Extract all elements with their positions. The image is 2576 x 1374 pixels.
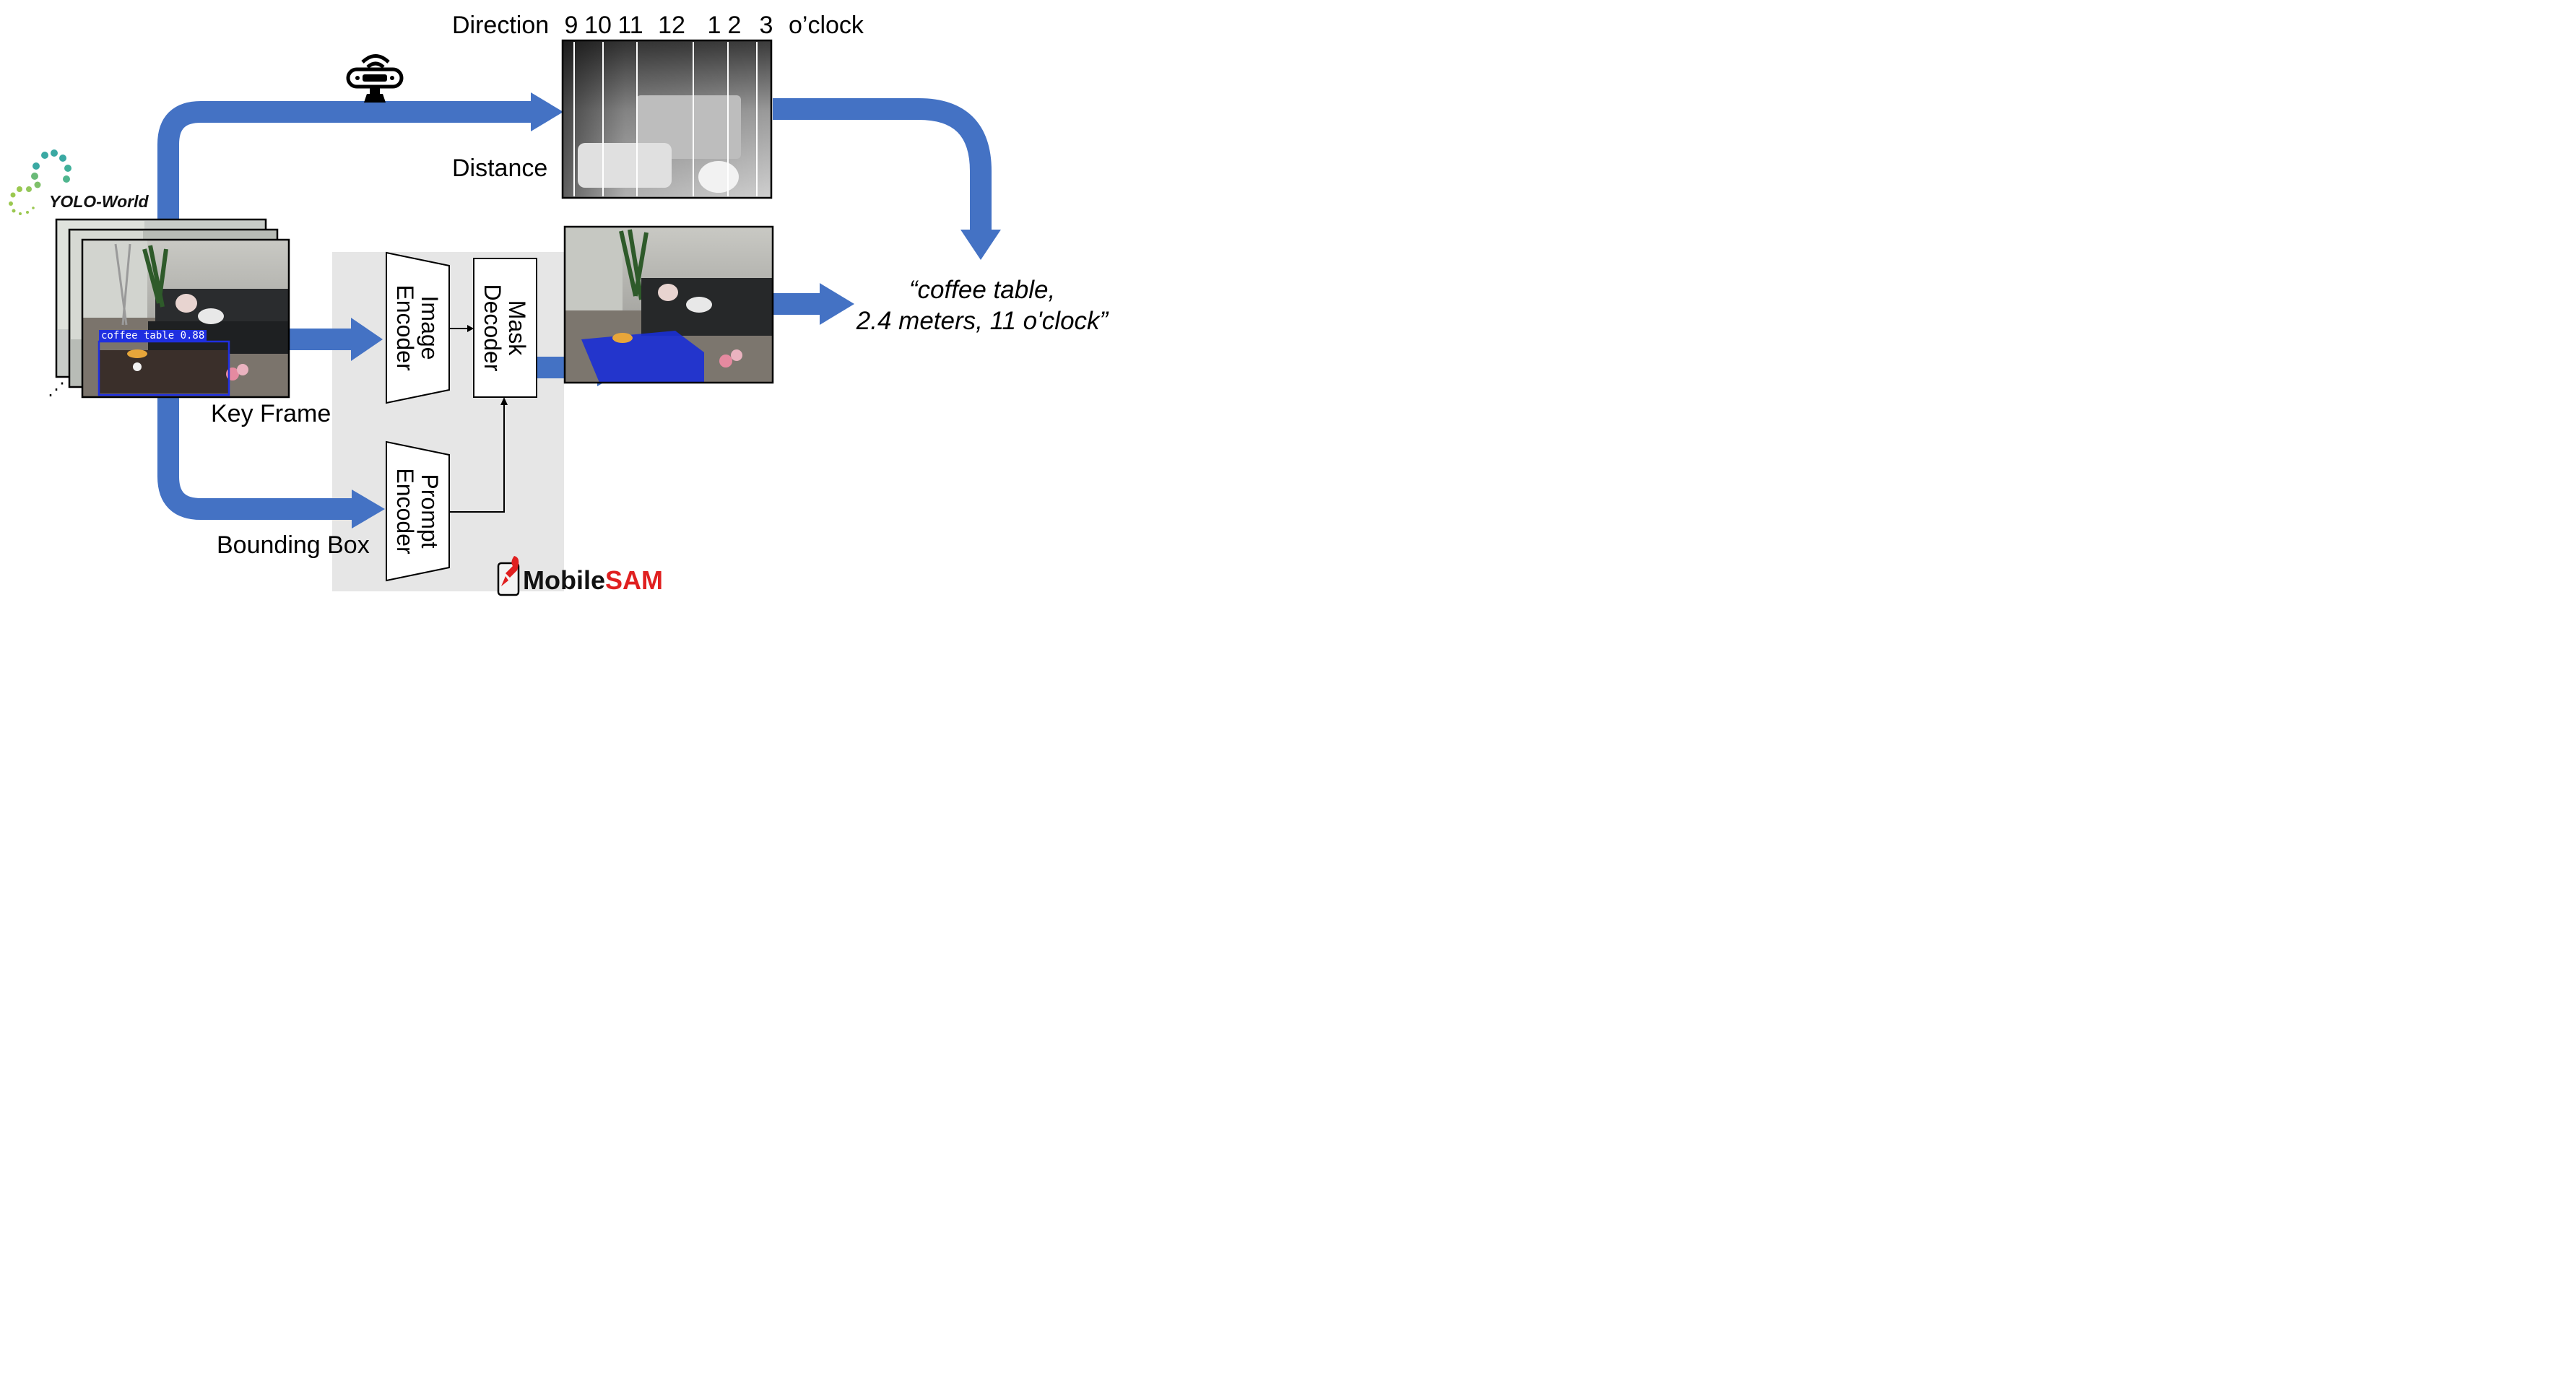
connector-prompt-to-mask — [449, 404, 505, 513]
direction-tick-1: 1 — [707, 12, 721, 39]
arrowhead-depth — [531, 92, 563, 131]
depth-camera-icon — [346, 54, 404, 103]
key-frame-label: Key Frame — [211, 400, 331, 427]
direction-tick-2: 2 — [727, 12, 742, 39]
arrow-depth-to-text — [773, 98, 992, 231]
arrowhead-bbox — [352, 490, 385, 529]
yolo-world-label: YOLO-World — [49, 192, 149, 211]
mask-decoder-block — [473, 258, 537, 398]
detection-label: coffee table 0.88 — [99, 330, 207, 342]
direction-tick-3: 3 — [759, 12, 773, 39]
distance-label: Distance — [452, 155, 548, 182]
bounding-box-label: Bounding Box — [217, 531, 370, 559]
output-description: “coffee table, 2.4 meters, 11 o'clock” — [838, 275, 1127, 336]
rocket-icon — [497, 556, 520, 596]
key-frame-front — [81, 238, 290, 399]
direction-tick-12: 12 — [658, 12, 685, 39]
direction-tick-9: 9 — [564, 12, 578, 39]
more-frames-ellipsis: ⋰ — [48, 380, 65, 399]
mobilesam-logo-text: MobileSAM — [523, 568, 663, 593]
arrow-to-depth — [157, 101, 533, 219]
coffee-table-mask — [581, 331, 704, 383]
direction-tick-10: 10 — [584, 12, 612, 39]
mobilesam-sam: SAM — [605, 565, 663, 595]
image-encoder-block — [386, 251, 450, 404]
arrow-frame-to-bbox — [157, 396, 354, 520]
direction-lines — [573, 42, 758, 196]
direction-label: Direction — [452, 12, 550, 39]
segmented-output-image — [563, 225, 774, 384]
output-line-2: 2.4 meters, 11 o'clock” — [856, 306, 1109, 335]
oclock-label: o’clock — [789, 12, 864, 39]
arrowhead-output — [820, 283, 854, 325]
prompt-encoder-block — [386, 440, 450, 582]
arrowhead-text-down — [960, 230, 1001, 260]
mobilesam-mobile: Mobile — [523, 565, 605, 595]
yolo-world-logo — [9, 149, 71, 215]
direction-tick-11: 11 — [617, 12, 643, 39]
depth-map — [561, 39, 773, 199]
output-line-1: “coffee table, — [908, 276, 1056, 304]
arrowhead-encoder — [351, 318, 383, 361]
